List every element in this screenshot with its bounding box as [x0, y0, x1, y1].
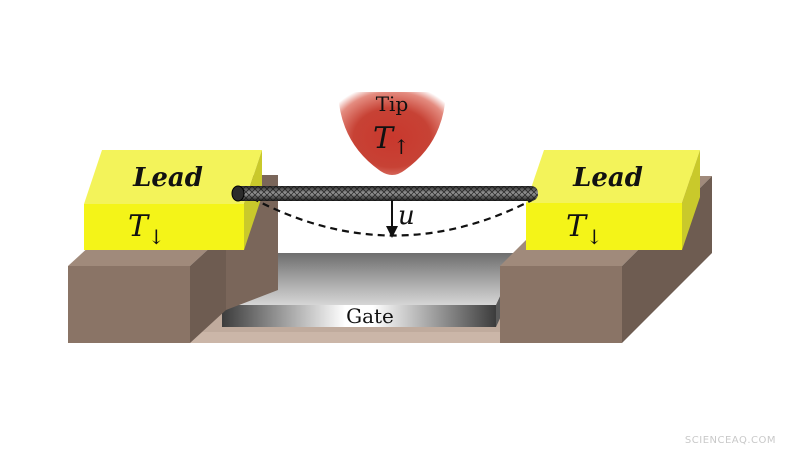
- left-lead-temperature: T↓: [128, 209, 165, 249]
- displacement-label: u: [398, 201, 415, 231]
- right-lead: Lead T↓: [526, 150, 700, 250]
- gate-electrode: Gate: [222, 253, 520, 328]
- left-lead: Lead T↓: [84, 150, 262, 250]
- watermark: SCIENCEAQ.COM: [684, 435, 776, 446]
- right-lead-temperature: T↓: [566, 209, 603, 249]
- tip-temperature: T↑: [373, 121, 410, 159]
- displacement-indicator: u: [386, 200, 415, 238]
- tip-label: Tip: [376, 92, 409, 116]
- right-lead-label: Lead: [572, 163, 643, 193]
- stm-tip: Tip T↑: [338, 92, 446, 175]
- gate-label: Gate: [346, 304, 394, 328]
- carbon-nanotube: [231, 185, 538, 202]
- left-lead-label: Lead: [132, 163, 203, 193]
